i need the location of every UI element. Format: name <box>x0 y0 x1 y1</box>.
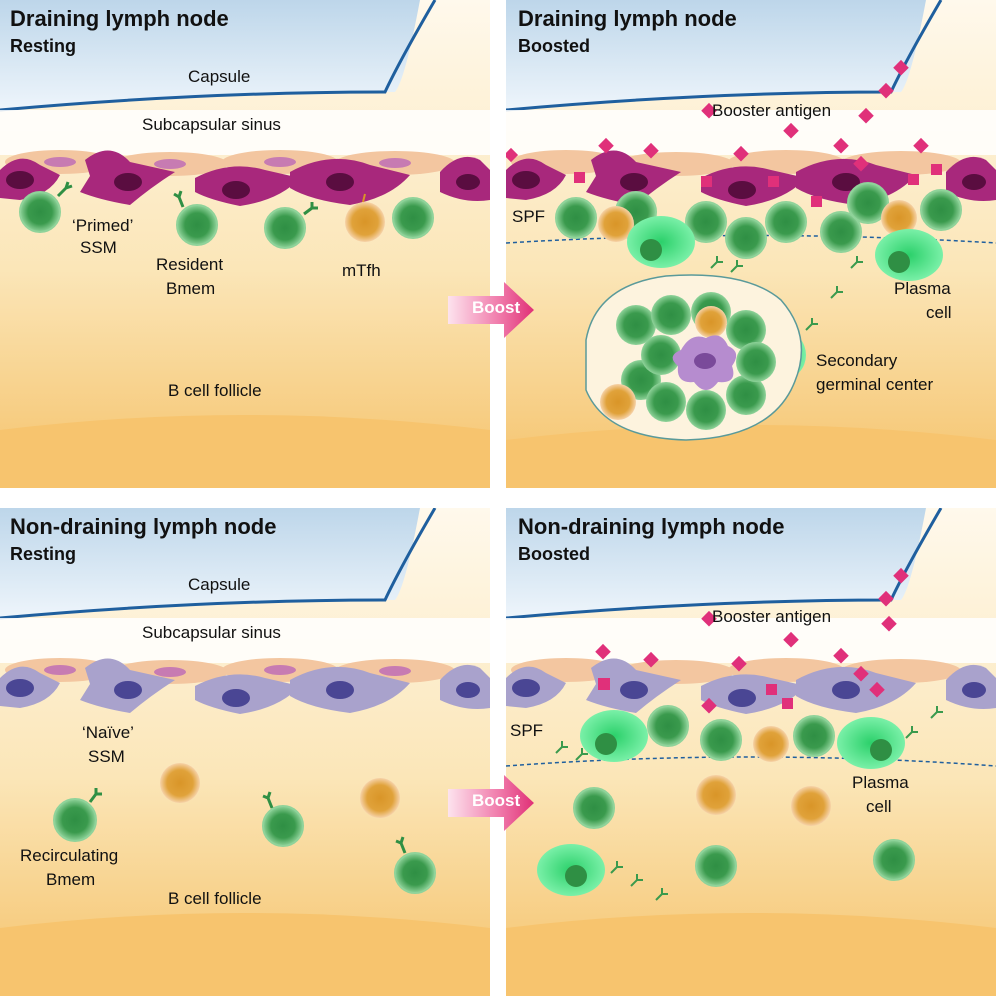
panel-title: Non-draining lymph node <box>518 514 785 539</box>
boost-arrow-bottom: Boost <box>448 775 534 831</box>
panel-illustration <box>0 0 490 488</box>
boost-arrow-top: Boost <box>448 282 534 338</box>
spf-bmem-cells <box>647 705 835 762</box>
panel-subtitle: Resting <box>10 36 77 56</box>
panel-draining-boosted: Draining lymph node Boosted Booster anti… <box>506 0 996 488</box>
panel-illustration <box>506 508 996 996</box>
boost-arrow-label: Boost <box>472 298 521 317</box>
capsule-label: Capsule <box>188 67 251 86</box>
capsule-label: Capsule <box>188 575 251 594</box>
panel-nondraining-boosted: Non-draining lymph node Boosted Booster … <box>506 508 996 996</box>
gc-label-line1: Secondary <box>816 351 898 370</box>
subcapsular-sinus-label: Subcapsular sinus <box>142 623 281 642</box>
panel-subtitle: Boosted <box>518 36 590 56</box>
ssm-label-line1: ‘Primed’ <box>72 216 134 235</box>
ssm-label-line2: SSM <box>80 238 117 257</box>
panel-draining-resting: Draining lymph node Resting Capsule Subc… <box>0 0 490 488</box>
plasma-cells <box>537 710 905 896</box>
naive-ssm-cells <box>506 658 996 714</box>
spf-label: SPF <box>510 721 544 740</box>
gc-label-line2: germinal center <box>816 375 934 394</box>
panel-illustration <box>0 508 490 996</box>
boost-arrow-shape <box>448 282 534 338</box>
panel-illustration <box>506 0 996 488</box>
germinal-center <box>585 274 803 441</box>
plasma-cell-label-line2: cell <box>866 797 892 816</box>
naive-ssm-cells <box>0 658 490 714</box>
recirculating-bmem-cells <box>53 788 436 894</box>
plasma-cell-label-line1: Plasma <box>852 773 909 792</box>
bmem-label-line2: Bmem <box>166 279 216 298</box>
bmem-label-line2: Bmem <box>46 870 96 889</box>
panel-nondraining-resting: Non-draining lymph node Resting Capsule … <box>0 508 490 996</box>
spf-label: SPF <box>512 207 546 226</box>
follicle-label: B cell follicle <box>168 889 262 908</box>
bmem-label-line1: Recirculating <box>20 846 119 865</box>
primed-ssm-cells <box>0 150 490 206</box>
mtfh-cell <box>345 193 385 242</box>
bmem-label-line1: Resident <box>156 255 224 274</box>
panel-subtitle: Boosted <box>518 544 590 564</box>
antibodies <box>555 706 943 901</box>
panel-title: Draining lymph node <box>518 6 737 31</box>
panel-title: Draining lymph node <box>10 6 229 31</box>
panel-title: Non-draining lymph node <box>10 514 277 539</box>
mtfh-cells <box>160 763 400 818</box>
spf-bmem-cells <box>555 182 962 259</box>
plasma-cell-label-line2: cell <box>926 303 952 322</box>
follicle-cells <box>573 775 915 887</box>
mtfh-label: mTfh <box>342 261 381 280</box>
booster-antigen-label: Booster antigen <box>712 101 832 120</box>
panel-subtitle: Resting <box>10 544 77 564</box>
booster-antigen-label: Booster antigen <box>712 607 832 626</box>
boost-arrow-label: Boost <box>472 791 521 810</box>
resident-bmem-cells <box>19 181 434 249</box>
subcapsular-sinus-label: Subcapsular sinus <box>142 115 281 134</box>
boost-arrow-shape <box>448 775 534 831</box>
ssm-label-line1: ‘Naïve’ <box>82 723 134 742</box>
follicle-label: B cell follicle <box>168 381 262 400</box>
ssm-label-line2: SSM <box>88 747 125 766</box>
plasma-cell-label-line1: Plasma <box>894 279 951 298</box>
